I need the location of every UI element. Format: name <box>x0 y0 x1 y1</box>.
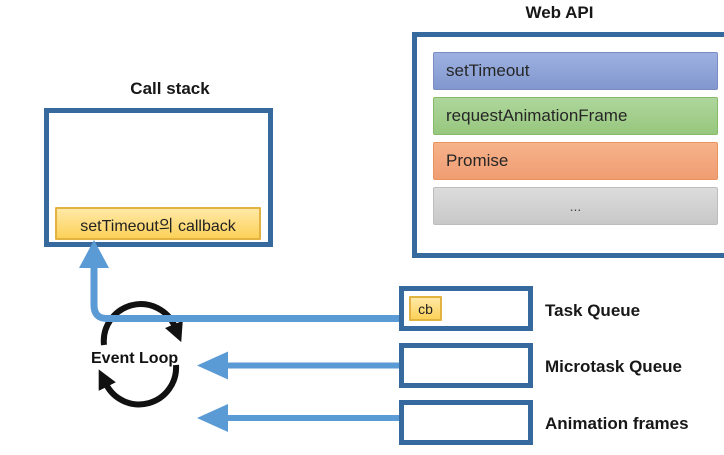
web-api-box: setTimeout requestAnimationFrame Promise… <box>412 32 724 258</box>
microtask-queue-box <box>399 343 533 388</box>
call-stack-item-settimeout-callback: setTimeout의 callback <box>55 207 261 240</box>
web-api-item-requestanimationframe: requestAnimationFrame <box>433 97 718 135</box>
task-queue-box: cb <box>399 286 533 331</box>
arrow-animation-to-eventloop <box>197 404 399 432</box>
microtask-queue-label: Microtask Queue <box>545 357 682 376</box>
web-api-title: Web API <box>525 3 594 22</box>
task-queue-item-cb: cb <box>409 296 442 321</box>
call-stack-box: setTimeout의 callback <box>44 108 273 247</box>
web-api-item-settimeout: setTimeout <box>433 52 718 90</box>
call-stack-title: Call stack <box>130 79 210 98</box>
event-loop-label: Event Loop <box>91 350 179 367</box>
task-queue-label: Task Queue <box>545 301 641 320</box>
arrow-microtask-to-eventloop <box>197 351 399 380</box>
arrow-task-to-callstack <box>79 240 402 322</box>
web-api-item-promise: Promise <box>433 142 718 180</box>
animation-frames-label: Animation frames <box>545 414 689 433</box>
web-api-item-ellipsis: ... <box>433 187 718 225</box>
animation-frames-box <box>399 400 533 445</box>
